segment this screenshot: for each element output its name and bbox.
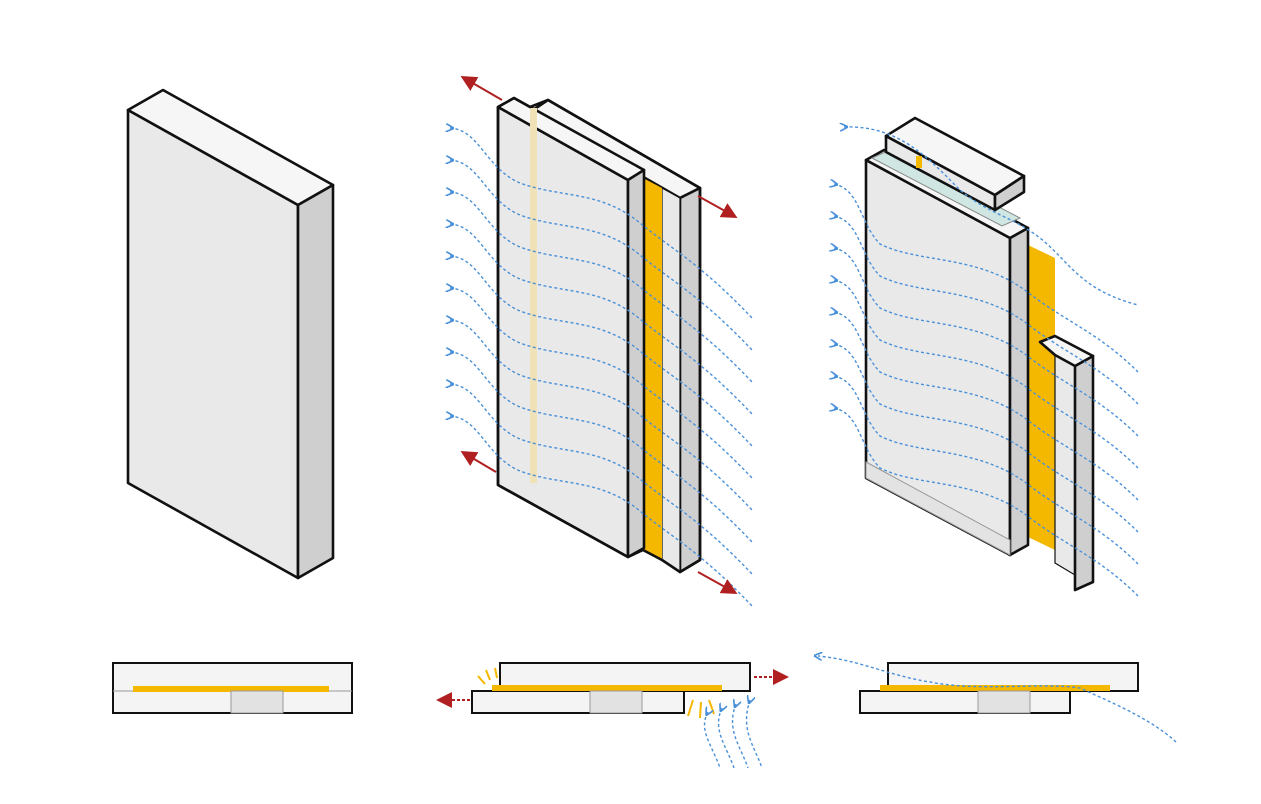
wind-line <box>450 160 753 351</box>
section-core <box>589 690 643 714</box>
push-arrow-top-right <box>697 195 738 218</box>
roof-box-side <box>993 174 1026 212</box>
stepped-right-front <box>1054 353 1076 577</box>
light-ray <box>699 701 702 719</box>
solid-block <box>126 88 335 580</box>
stepped-insulation <box>1028 245 1055 550</box>
wind-line <box>450 288 753 479</box>
wind-line <box>834 344 1139 533</box>
section-insulation <box>880 685 1110 691</box>
insulation-layer <box>643 178 662 560</box>
section-airflow-line <box>818 656 1177 743</box>
section-lower-slab <box>471 690 685 714</box>
wind-line <box>834 280 1139 469</box>
section-airflow <box>703 700 763 769</box>
light-ray <box>494 667 498 679</box>
section-core <box>230 690 284 714</box>
wind-line <box>834 248 1139 437</box>
section-wind-line <box>717 708 735 769</box>
wind-line <box>834 216 1139 405</box>
section-insulation <box>133 686 329 692</box>
back-slab-side <box>678 186 702 574</box>
light-ray <box>477 675 486 685</box>
split-block-outline <box>496 96 702 574</box>
push-arrow-bottom-left <box>460 450 497 473</box>
wind-line <box>450 192 753 383</box>
light-ray <box>485 669 491 681</box>
wind-line <box>450 256 753 447</box>
wind-line <box>834 184 1139 373</box>
vertical-strip <box>530 108 537 483</box>
section-core <box>977 690 1031 714</box>
push-arrow-bottom-right <box>697 571 738 594</box>
section-stepped <box>818 656 1177 743</box>
stepped-block <box>834 116 1139 597</box>
section-insulation <box>492 685 722 691</box>
wind-line <box>834 408 1139 597</box>
wind-line <box>450 384 753 575</box>
section-wind-line <box>731 704 749 769</box>
wind-line <box>450 320 753 511</box>
wind-line <box>834 376 1139 565</box>
section-wind-line <box>745 700 763 769</box>
wind-line <box>450 352 753 543</box>
glass-roof <box>870 149 1022 227</box>
front-slab-side <box>626 168 646 559</box>
wind-line <box>450 224 753 415</box>
section-wind-line <box>703 712 721 769</box>
wind-lines-middle <box>450 128 753 607</box>
stepped-right-side <box>1073 354 1095 592</box>
section-split <box>436 662 789 769</box>
section-lower-slab <box>859 690 1071 714</box>
section-solid <box>112 662 353 714</box>
light-ray <box>687 699 694 717</box>
split-block <box>450 75 753 607</box>
block-side-face <box>296 183 335 580</box>
wind-line <box>450 128 753 319</box>
base-band <box>865 461 1011 556</box>
push-arrow-top-left <box>460 75 503 101</box>
wind-lines-right <box>834 127 1139 597</box>
wind-line <box>834 312 1139 501</box>
wind-line <box>450 416 753 607</box>
light-ray <box>708 699 715 715</box>
roof-insulation-marker <box>916 156 922 168</box>
